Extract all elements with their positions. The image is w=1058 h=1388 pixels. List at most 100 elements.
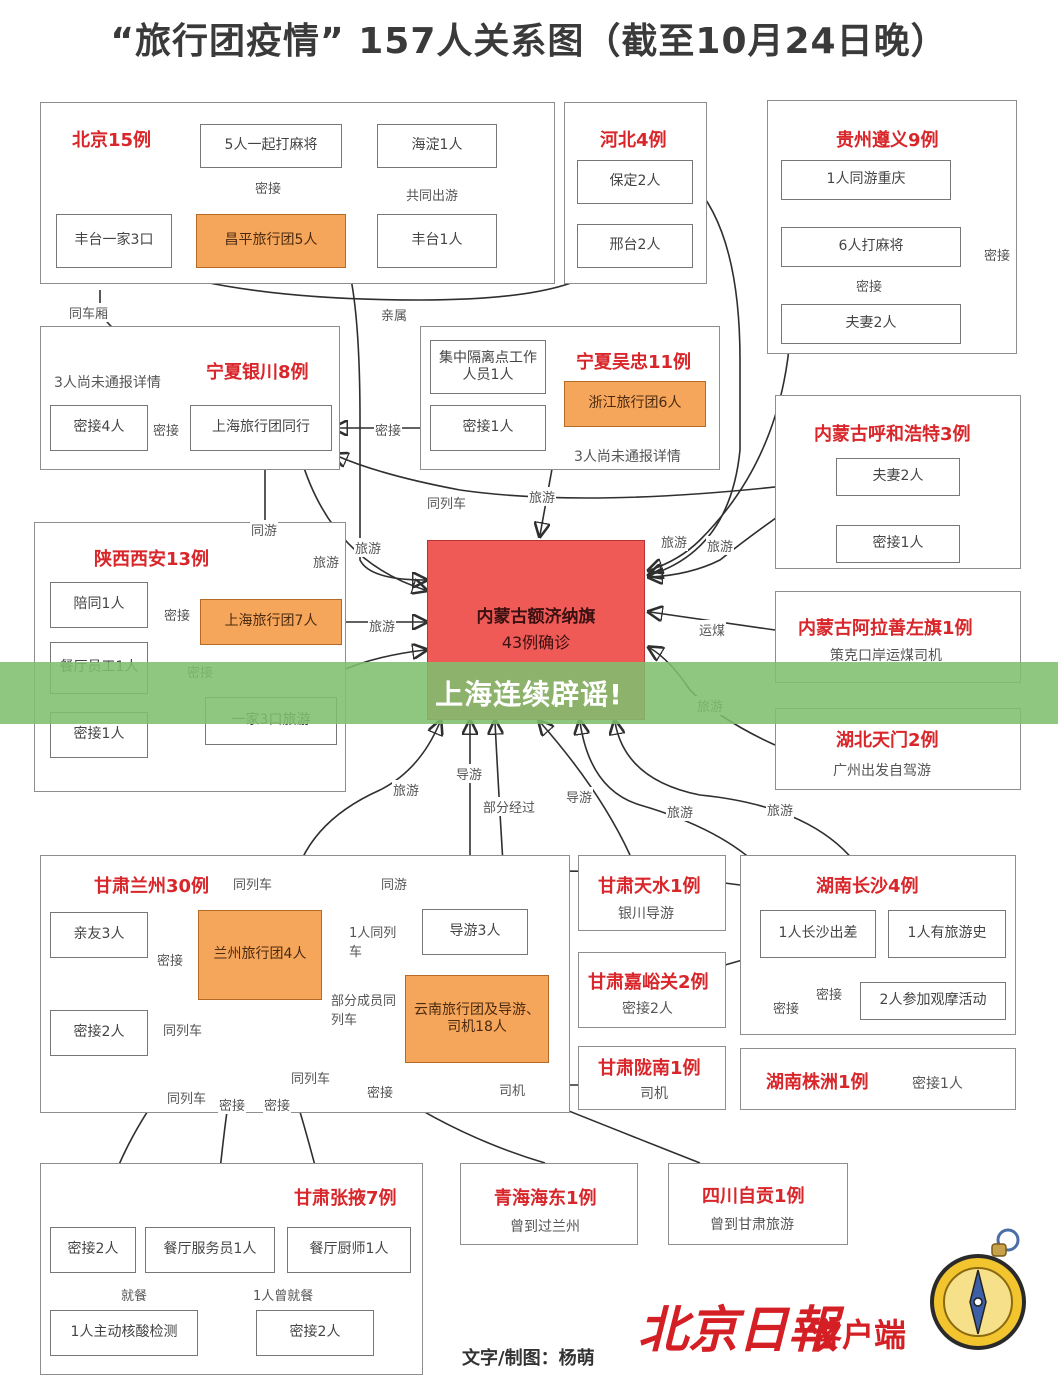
panel-haidong [460, 1163, 638, 1245]
label-zunyi-close2: 密接 [983, 245, 1012, 264]
panel-xian-title: 陕西西安13例 [94, 549, 210, 570]
note-zigong-gansu: 曾到甘肃旅游 [710, 1217, 794, 1233]
label-lanzhou-members-train: 部分成员同列车 [330, 990, 398, 1028]
credit-text: 文字/制图：杨萌 [462, 1348, 595, 1369]
box-xingtai: 邢台2人 [577, 224, 693, 268]
label-changsha-close2: 密接 [815, 984, 844, 1003]
link-changping-center [344, 254, 425, 580]
box-lanzhou-close2: 密接2人 [50, 1010, 148, 1056]
panel-beijing-title: 北京15例 [72, 130, 152, 151]
panel-changsha-title: 湖南长沙4例 [816, 876, 919, 897]
center-confirmed-count: 43例确诊 [501, 632, 571, 652]
box-yinchuan-close4: 密接4人 [50, 405, 148, 451]
note-haidong-lanzhou: 曾到过兰州 [510, 1219, 580, 1235]
label-driver-longnan: 司机 [498, 1080, 527, 1099]
label-travel-beijing: 旅游 [354, 538, 383, 557]
panel-longnan [578, 1046, 726, 1110]
box-lanzhou-guide3: 导游3人 [422, 909, 528, 955]
label-close-wuzhong: 密接 [374, 420, 403, 439]
note-alxa-driver: 策克口岸运煤司机 [830, 648, 942, 664]
label-lanzhou-close: 密接 [156, 950, 185, 969]
box-xian-accompany: 陪同1人 [50, 582, 148, 628]
box-wuzhong-close1: 密接1人 [430, 405, 546, 451]
label-same-train: 同列车 [426, 493, 468, 512]
box-mahjong-5: 5人一起打麻将 [200, 124, 342, 168]
panel-zhangye-title: 甘肃张掖7例 [294, 1188, 397, 1209]
label-zhangye-dine: 就餐 [120, 1285, 149, 1304]
label-close-haidong: 密接 [366, 1082, 395, 1101]
center-name: 内蒙古额济纳旗 [476, 607, 596, 628]
label-travel-hohhot: 旅游 [706, 536, 735, 555]
note-tianshui-guide: 银川导游 [618, 906, 674, 922]
panel-haidong-title: 青海海东1例 [494, 1188, 597, 1209]
label-same-tour-lanzhou: 同游 [380, 874, 409, 893]
label-partial-passing: 部分经过 [482, 797, 537, 816]
label-changsha-close1: 密接 [772, 998, 801, 1017]
box-lanzhou-relatives: 亲友3人 [50, 912, 148, 958]
label-guide2: 导游 [565, 787, 594, 806]
panel-jiayuguan [578, 952, 726, 1028]
panel-zigong-title: 四川自贡1例 [702, 1186, 805, 1207]
box-zhejiang-tour: 浙江旅行团6人 [564, 381, 706, 427]
panel-zhuzhou [740, 1048, 1016, 1110]
box-zhangye-close2a: 密接2人 [50, 1227, 136, 1273]
label-guide1: 导游 [455, 764, 484, 783]
box-hohhot-close1: 密接1人 [836, 525, 960, 563]
client-logo-text: 客户端 [810, 1316, 907, 1354]
panel-yinchuan-title: 宁夏银川8例 [206, 362, 309, 383]
box-lanzhou-tour-4: 兰州旅行团4人 [198, 910, 322, 1000]
note-wuzhong-pending: 3人尚未通报详情 [574, 449, 681, 465]
panel-tianshui-title: 甘肃天水1例 [598, 876, 701, 897]
panel-hebei-title: 河北4例 [600, 130, 667, 151]
panel-jiayuguan-title: 甘肃嘉峪关2例 [588, 972, 709, 993]
link-same-train [335, 455, 836, 499]
label-same-train-lanzhou: 同列车 [232, 874, 274, 893]
panel-hohhot-title: 内蒙古呼和浩特3例 [814, 424, 971, 445]
box-fengtai-1: 丰台1人 [377, 214, 497, 268]
box-zhangye-waiter: 餐厅服务员1人 [145, 1227, 275, 1273]
label-lanzhou-same-train-2: 同列车 [162, 1020, 204, 1039]
box-changsha-travel-history: 1人有旅游史 [888, 910, 1006, 958]
panel-tianshui [578, 855, 726, 931]
label-zhangye-dined: 1人曾就餐 [252, 1285, 315, 1304]
box-changsha-observation: 2人参加观摩活动 [860, 982, 1006, 1020]
box-zunyi-mahjong: 6人打麻将 [781, 227, 961, 267]
label-same-car: 同车厢 [68, 303, 110, 322]
note-tianmen-drive: 广州出发自驾游 [833, 763, 931, 779]
label-travel-changsha2: 旅游 [766, 800, 795, 819]
box-fengtai-family: 丰台一家3口 [56, 214, 172, 268]
label-xian-close1: 密接 [163, 605, 192, 624]
box-hohhot-couple: 夫妻2人 [836, 458, 960, 496]
label-yinchuan-close: 密接 [152, 420, 181, 439]
label-zunyi-close1: 密接 [855, 276, 884, 295]
box-zunyi-couple: 夫妻2人 [781, 304, 961, 344]
box-baoding: 保定2人 [577, 160, 693, 204]
box-haidian-1: 海淀1人 [377, 124, 497, 168]
label-close-zhangye2: 密接 [263, 1095, 292, 1114]
link-zunyi-center [650, 337, 791, 570]
page-title: “旅行团疫情” 157人关系图（截至10月24日晚） [110, 21, 948, 62]
panel-alxa-title: 内蒙古阿拉善左旗1例 [798, 618, 973, 639]
label-coal: 运煤 [698, 620, 727, 639]
panel-tianmen-title: 湖北天门2例 [836, 730, 939, 751]
box-changping-tour: 昌平旅行团5人 [196, 214, 346, 268]
panel-zunyi-title: 贵州遵义9例 [836, 130, 939, 151]
label-travel-changsha1: 旅游 [666, 802, 695, 821]
note-longnan-driver: 司机 [640, 1086, 668, 1102]
note-yinchuan-pending: 3人尚未通报详情 [54, 375, 161, 391]
panel-longnan-title: 甘肃陇南1例 [598, 1058, 701, 1079]
label-co-travel: 共同出游 [405, 185, 460, 204]
box-shanghai-tour-7: 上海旅行团7人 [200, 599, 342, 645]
link-hebei-center [650, 179, 741, 575]
panel-lanzhou-title: 甘肃兰州30例 [94, 876, 210, 897]
label-close-contact: 密接 [254, 178, 283, 197]
box-shanghai-tour-companion: 上海旅行团同行 [190, 405, 332, 451]
label-travel-yinchuan: 旅游 [312, 552, 341, 571]
panel-zigong [668, 1163, 848, 1245]
label-same-train-zhangye2: 同列车 [290, 1068, 332, 1087]
box-zhangye-close2b: 密接2人 [256, 1310, 374, 1356]
box-yunnan-tour-18: 云南旅行团及导游、司机18人 [405, 975, 549, 1063]
label-travel-zhejiang: 旅游 [528, 487, 557, 506]
box-wuzhong-quarantine-staff: 集中隔离点工作人员1人 [430, 340, 546, 394]
label-relatives: 亲属 [380, 305, 409, 324]
